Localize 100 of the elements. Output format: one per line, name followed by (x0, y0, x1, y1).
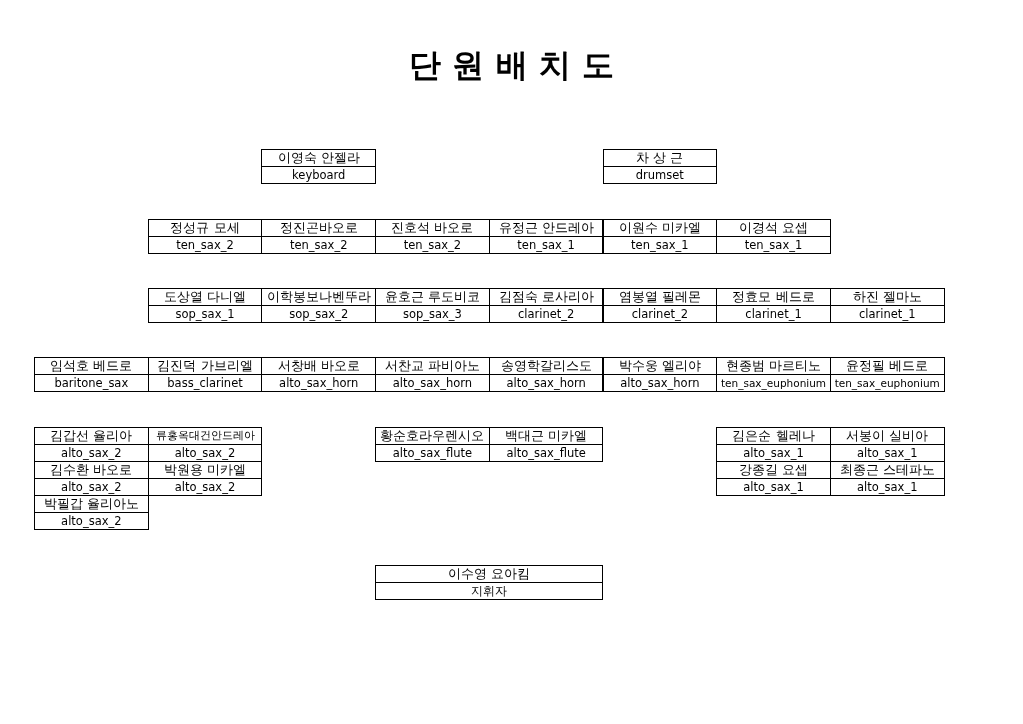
player-name: 정진곤바오로 (262, 220, 376, 237)
seat-box (261, 149, 377, 184)
seat-box (716, 219, 831, 254)
seat-box (147, 461, 263, 496)
seat-box (602, 149, 718, 184)
instrument-part: baritone_sax (53, 375, 130, 391)
seat-box (34, 461, 149, 496)
instrument-part: ten_sax_1 (630, 237, 690, 253)
instrument-part: clarinet_1 (858, 306, 917, 322)
seat-box (829, 461, 945, 496)
player-name: 박원용 미카엘 (148, 462, 262, 479)
instrument-part: sop_sax_1 (174, 306, 236, 322)
player-name: 윤정필 베드로 (830, 358, 944, 375)
player-name: 김은순 헬레나 (717, 428, 830, 445)
player-name: 김갑선 율리아 (35, 428, 148, 445)
seat-box (716, 427, 831, 462)
player-name: 김수환 바오로 (35, 462, 148, 479)
instrument-part: keyboard (291, 167, 347, 183)
seat-box (716, 357, 831, 392)
seat-box (147, 427, 263, 462)
player-name: 윤호근 루도비코 (376, 289, 489, 306)
instrument-part: alto_sax_horn (278, 375, 360, 391)
instrument-part: alto_sax_flute (505, 445, 587, 461)
instrument-part: drumset (634, 167, 685, 183)
seat-box (147, 219, 263, 254)
seat-box (261, 219, 377, 254)
seat-box (829, 288, 945, 323)
player-name: 송영학갈리스도 (489, 358, 603, 375)
seat-box (34, 357, 149, 392)
player-name: 진호석 바오로 (376, 220, 489, 237)
instrument-part: alto_sax_2 (60, 445, 123, 461)
seat-box (34, 495, 149, 530)
seat-box (261, 357, 377, 392)
player-name: 서찬교 파비아노 (376, 358, 489, 375)
instrument-part: alto_sax_1 (856, 479, 919, 495)
player-name: 임석호 베드로 (35, 358, 148, 375)
seat-box (488, 357, 604, 392)
seat-box (375, 357, 490, 392)
instrument-part: 지휘자 (470, 583, 509, 599)
instrument-part: alto_sax_1 (742, 445, 805, 461)
seat-box (488, 427, 604, 462)
player-name: 이영숙 안젤라 (262, 150, 376, 167)
player-name: 김진덕 가브리엘 (148, 358, 262, 375)
instrument-part: bass_clarinet (166, 375, 244, 391)
player-name: 염봉열 필레몬 (603, 289, 717, 306)
seat-box (602, 357, 718, 392)
instrument-part: alto_sax_2 (60, 479, 123, 495)
instrument-part: alto_sax_2 (173, 479, 237, 495)
seat-box (602, 219, 718, 254)
player-name: 유정근 안드레아 (489, 220, 603, 237)
seat-box (488, 219, 604, 254)
seat-box (375, 427, 490, 462)
player-name: 최종근 스테파노 (830, 462, 944, 479)
instrument-part: ten_sax_euphonium (833, 376, 941, 391)
instrument-part: ten_sax_1 (743, 237, 804, 253)
player-name: 강종길 요셉 (717, 462, 830, 479)
seat-box (375, 219, 490, 254)
player-name: 정성규 모세 (148, 220, 262, 237)
player-name: 박필갑 율리아노 (35, 496, 148, 513)
instrument-part: alto_sax_2 (173, 445, 237, 461)
player-name: 이경석 요셉 (717, 220, 830, 237)
seat-box (34, 427, 149, 462)
seat-box (829, 357, 945, 392)
player-name: 황순호라우렌시오 (376, 428, 489, 445)
player-name: 류홍옥대건안드레아 (148, 428, 262, 445)
player-name: 이학봉보나벤뚜라 (262, 289, 376, 306)
seat-box (488, 288, 604, 323)
player-name: 백대근 미카엘 (489, 428, 603, 445)
seat-box (147, 357, 263, 392)
seat-box (375, 565, 604, 600)
seat-box (375, 288, 490, 323)
player-name: 하진 젤마노 (830, 289, 944, 306)
instrument-part: ten_sax_2 (402, 237, 463, 253)
instrument-part: alto_sax_2 (60, 513, 123, 529)
seat-box (602, 288, 718, 323)
player-name: 이수영 요아킴 (376, 566, 603, 583)
instrument-part: alto_sax_horn (619, 375, 701, 391)
seat-box (261, 288, 377, 323)
player-name: 정효모 베드로 (717, 289, 830, 306)
instrument-part: ten_sax_2 (175, 237, 235, 253)
player-name: 서창배 바오로 (262, 358, 376, 375)
seat-box (716, 288, 831, 323)
instrument-part: sop_sax_3 (401, 306, 463, 322)
instrument-part: alto_sax_1 (856, 445, 919, 461)
instrument-part: ten_sax_1 (516, 237, 576, 253)
player-name: 서봉이 실비아 (830, 428, 944, 445)
player-name: 차 상 근 (603, 150, 717, 167)
instrument-part: clarinet_2 (516, 306, 576, 322)
seat-box (716, 461, 831, 496)
player-name: 박수웅 엘리야 (603, 358, 717, 375)
instrument-part: alto_sax_horn (505, 375, 587, 391)
player-name: 도상열 다니엘 (148, 289, 262, 306)
instrument-part: ten_sax_euphonium (719, 376, 828, 391)
instrument-part: alto_sax_horn (391, 375, 474, 391)
page-title: 단 원 배 치 도 (408, 45, 615, 86)
player-name: 이원수 미카엘 (603, 220, 717, 237)
instrument-part: clarinet_2 (630, 306, 690, 322)
instrument-part: alto_sax_flute (391, 445, 474, 461)
seat-box (147, 288, 263, 323)
instrument-part: alto_sax_1 (742, 479, 805, 495)
